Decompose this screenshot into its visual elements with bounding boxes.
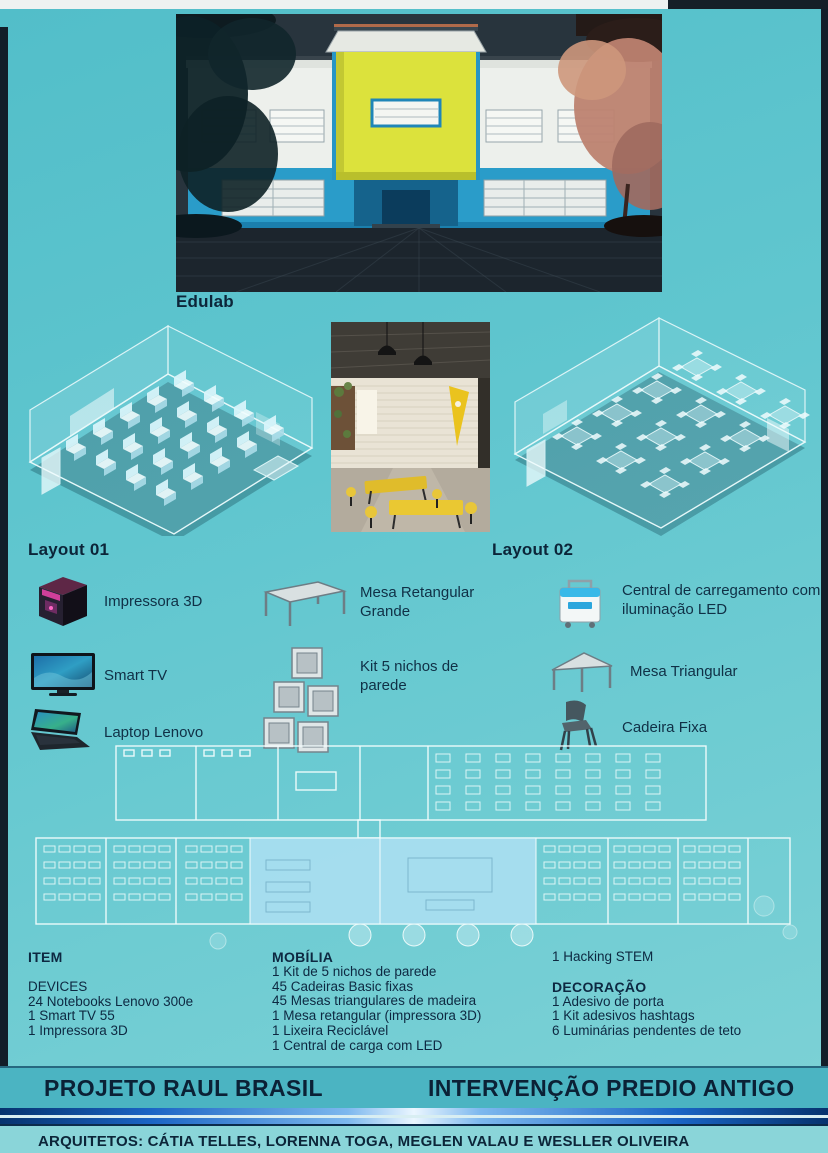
page-edge-top [0, 0, 828, 9]
laptop-icon [28, 708, 92, 752]
spec-line: 1 Kit de 5 nichos de parede [272, 963, 437, 979]
legend-label-nichos: Kit 5 nichos de parede [360, 658, 459, 694]
spec-line: 1 Adesivo de porta [552, 993, 664, 1009]
spec-line: 1 Central de carga com LED [272, 1037, 443, 1053]
legend-label-impressora: Impressora 3D [104, 593, 203, 610]
layout-02-render [490, 314, 822, 536]
credits-band: ARQUITETOS: CÁTIA TELLES, LORENNA TOGA, … [0, 1126, 828, 1153]
printer-3d-icon [33, 574, 93, 628]
spec-line: 1 Lixeira Reciclável [272, 1022, 389, 1038]
layout-01-render [8, 314, 330, 536]
page-edge-right [821, 9, 828, 1153]
spec-line: 1 Impressora 3D [28, 1023, 128, 1039]
legend-label-laptop: Laptop Lenovo [104, 724, 204, 741]
rectangular-table-icon [260, 578, 348, 628]
layout-01-label: Layout 01 [28, 540, 110, 559]
architects-credits: ARQUITETOS: CÁTIA TELLES, LORENNA TOGA, … [38, 1133, 690, 1150]
footer-stripe-top [0, 1108, 828, 1115]
decoracao-title: DECORAÇÃO [552, 978, 647, 995]
spec-line: 6 Luminárias pendentes de teto [552, 1023, 742, 1039]
building-render [176, 14, 662, 292]
mobilia-title: MOBÍLIA [272, 949, 334, 965]
spec-line: 24 Notebooks Lenovo 300e [28, 993, 194, 1009]
spec-line: 45 Mesas triangulares de madeira [272, 993, 477, 1009]
project-title: PROJETO RAUL BRASIL [44, 1075, 323, 1101]
legend-label-mesa-triangular: Mesa Triangular [630, 663, 738, 680]
item-title: ITEM [28, 949, 63, 965]
hero-caption: Edulab [176, 292, 234, 311]
interior-photo [331, 322, 490, 532]
legend-label-mesa-retangular: Mesa Retangular Grande [360, 584, 475, 620]
triangular-table-icon [544, 648, 618, 694]
spec-column-decoracao: 1 Hacking STEM DECORAÇÃO 1 Adesivo de po… [552, 949, 814, 1039]
spec-line: 1 Smart TV 55 [28, 1008, 115, 1024]
spec-line: 1 Mesa retangular (impressora 3D) [272, 1008, 482, 1024]
hacking-stem-line: 1 Hacking STEM [552, 949, 654, 964]
smart-tv-icon [30, 652, 96, 698]
layout-02-label: Layout 02 [492, 540, 574, 559]
spec-line: 45 Cadeiras Basic fixas [272, 978, 414, 994]
footer-stripe-bottom [0, 1118, 828, 1124]
footer-stripe-gap [0, 1115, 828, 1118]
legend-label-cadeira: Cadeira Fixa [622, 719, 708, 736]
spec-column-item: ITEM DEVICES 24 Notebooks Lenovo 300e 1 … [28, 950, 258, 1039]
footer-stripe-end [0, 1124, 828, 1126]
legend-label-smart-tv: Smart TV [104, 667, 168, 684]
devices-title: DEVICES [28, 978, 88, 994]
fixed-chair-icon [552, 700, 600, 752]
spec-line: 1 Kit adesivos hashtags [552, 1008, 695, 1024]
spec-column-mobilia: MOBÍLIA 1 Kit de 5 nichos de parede 45 C… [272, 950, 544, 1054]
footer-title-band: PROJETO RAUL BRASIL INTERVENÇÃO PREDIO A… [0, 1066, 828, 1108]
floor-plan [28, 742, 798, 957]
page-edge-top-dark [668, 0, 828, 9]
charging-station-icon [549, 576, 611, 630]
intervention-title: INTERVENÇÃO PREDIO ANTIGO [428, 1075, 795, 1101]
legend-label-central-carregamento: Central de carregamento com iluminação L… [622, 582, 821, 618]
page-edge-left [0, 27, 8, 1153]
footer: PROJETO RAUL BRASIL INTERVENÇÃO PREDIO A… [0, 1066, 828, 1153]
